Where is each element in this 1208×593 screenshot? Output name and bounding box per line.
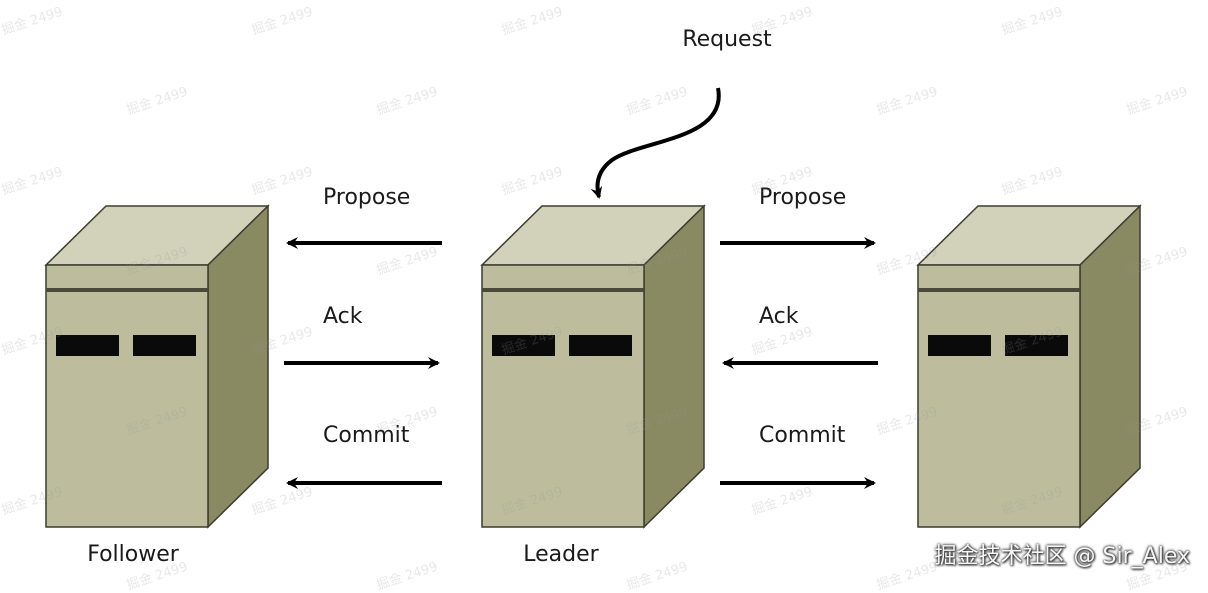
propose-label-left: Propose: [323, 185, 410, 210]
leader-label: Leader: [523, 542, 599, 567]
follower-server: [44, 204, 270, 529]
ack-label-right: Ack: [759, 304, 799, 329]
server-front-face: [917, 264, 1081, 528]
request-label: Request: [682, 27, 772, 52]
server-drive-slot: [569, 335, 632, 356]
server-front-face: [481, 264, 645, 528]
leader-server: [480, 204, 706, 529]
request-arrow: [590, 87, 721, 199]
propose-label-right: Propose: [759, 185, 846, 210]
server-drive-slot: [928, 335, 991, 356]
commit-label-right: Commit: [759, 423, 846, 448]
server-drive-slot: [1005, 335, 1068, 356]
commit-label-left: Commit: [323, 423, 410, 448]
server-front-face: [45, 264, 209, 528]
follower-right-server: [916, 204, 1142, 529]
server-drive-slot: [492, 335, 555, 356]
follower-label: Follower: [87, 542, 180, 567]
ack-label-left: Ack: [323, 304, 363, 329]
credit-watermark: 掘金技术社区 @ Sir_Alex: [934, 544, 1190, 569]
server-drive-slot: [56, 335, 119, 356]
server-drive-slot: [133, 335, 196, 356]
